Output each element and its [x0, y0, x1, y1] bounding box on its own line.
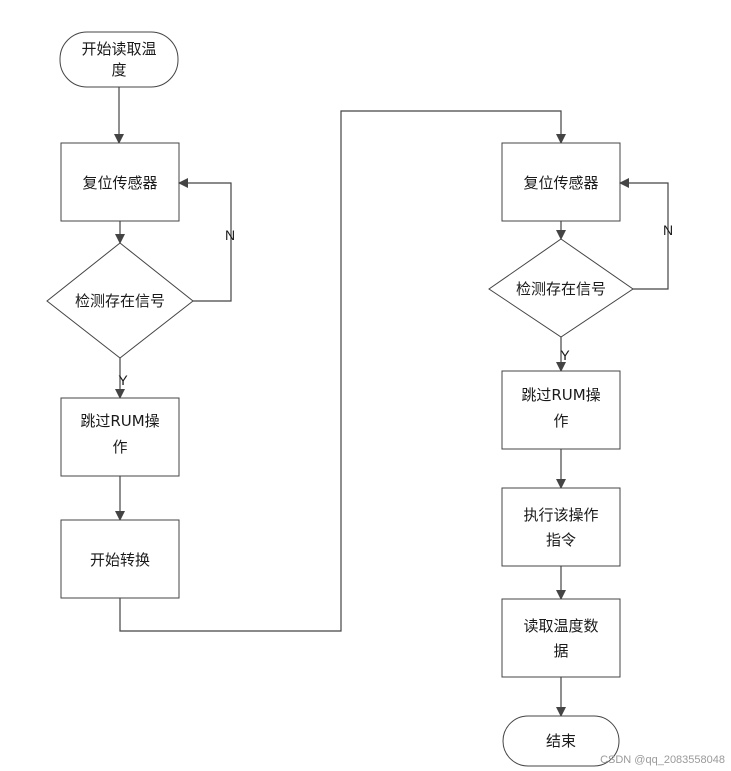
right-skip-rom-box: 跳过RUM操 作	[501, 370, 621, 450]
right-detect-decision: 检测存在信号	[488, 238, 634, 338]
left-convert-label: 开始转换	[90, 551, 150, 569]
right-execute-line-1: 执行该操作	[523, 506, 598, 524]
right-read-line-1: 读取温度数	[523, 617, 598, 635]
right-no-label: N	[663, 222, 673, 238]
left-skip-rom-box: 跳过RUM操 作	[60, 397, 180, 477]
watermark: CSDN @qq_2083558048	[600, 754, 725, 766]
right-no-loop	[619, 178, 669, 290]
left-detect-label: 检测存在信号	[75, 292, 165, 310]
right-yes-label: Y	[560, 347, 570, 363]
left-start-line-2: 度	[111, 61, 126, 79]
left-reset-label: 复位传感器	[82, 174, 157, 192]
left-skip-line-1: 跳过RUM操	[80, 412, 159, 430]
left-reset-box: 复位传感器	[60, 142, 180, 222]
left-flow: 开始读取温 度 复位传感器 检测存在信号 N Y 跳过RUM操 作	[46, 31, 235, 599]
right-read-line-2: 据	[553, 642, 568, 660]
right-reset-label: 复位传感器	[523, 174, 598, 192]
left-no-label: N	[225, 227, 235, 243]
right-execute-line-2: 指令	[546, 531, 576, 549]
left-no-loop	[178, 178, 232, 302]
left-convert-box: 开始转换	[60, 519, 180, 599]
right-skip-line-1: 跳过RUM操	[521, 386, 600, 404]
left-detect-decision: 检测存在信号	[46, 242, 194, 359]
right-skip-line-2: 作	[553, 412, 568, 430]
right-end-label: 结束	[546, 732, 576, 750]
right-flow: 复位传感器 检测存在信号 N Y 跳过RUM操 作 执行该操作 指令	[488, 142, 673, 767]
right-read-box: 读取温度数 据	[501, 598, 621, 678]
right-reset-box: 复位传感器	[501, 142, 621, 222]
left-skip-line-2: 作	[112, 438, 127, 456]
left-start-line-1: 开始读取温	[81, 40, 156, 58]
connector-left-to-right	[119, 110, 566, 632]
left-start-terminal: 开始读取温 度	[59, 31, 179, 88]
left-yes-label: Y	[118, 372, 128, 388]
right-end-terminal: 结束	[502, 715, 620, 767]
right-execute-box: 执行该操作 指令	[501, 487, 621, 567]
right-detect-label: 检测存在信号	[516, 280, 606, 298]
